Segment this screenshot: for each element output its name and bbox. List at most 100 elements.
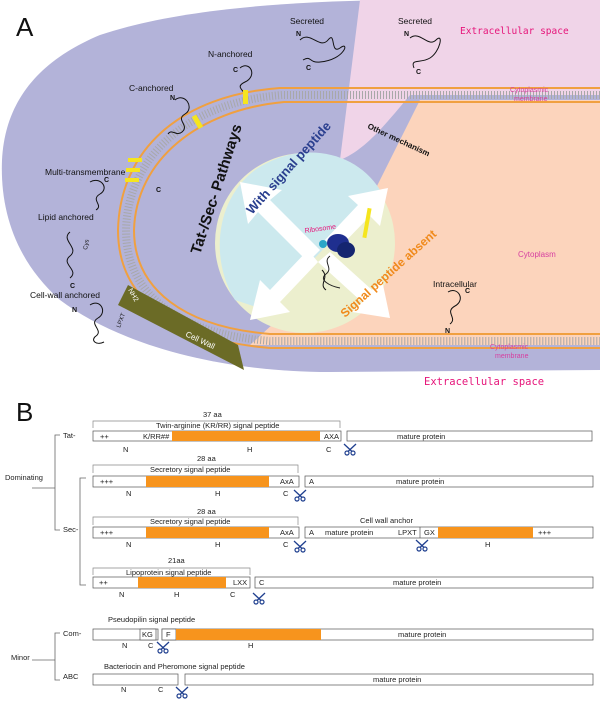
- c-anchored-label: C-anchored: [129, 83, 174, 93]
- cytoplasm-label: Cytoplasm: [518, 250, 556, 259]
- svg-text:C: C: [156, 187, 161, 194]
- ribosome-label: Ribosome: [304, 224, 336, 235]
- svg-text:N: N: [404, 31, 409, 38]
- svg-text:+++: +++: [100, 528, 114, 537]
- row-tat-pathway: Tat-: [63, 431, 76, 440]
- group-minor: Minor: [11, 653, 30, 662]
- membrane-inner-layer: [132, 101, 600, 335]
- svg-text:LPXT: LPXT: [398, 528, 417, 537]
- svg-text:Secretory signal peptide: Secretory signal peptide: [150, 465, 230, 474]
- svg-text:++: ++: [99, 578, 108, 587]
- membrane-label-bottom-line2: membrane: [495, 353, 529, 360]
- svg-text:C: C: [259, 578, 265, 587]
- transmembrane-segments: [125, 90, 248, 182]
- n-anchored-label: N-anchored: [208, 49, 253, 59]
- svg-text:mature protein: mature protein: [373, 675, 421, 684]
- membrane-label-top-line2: membrane: [514, 96, 548, 103]
- svg-text:A: A: [309, 528, 314, 537]
- svg-text:+++: +++: [100, 477, 114, 486]
- row-tat-length: 37 aa: [203, 410, 223, 419]
- svg-text:N: N: [122, 641, 127, 650]
- membrane-label-top-line1: Cytoplasmic: [510, 87, 549, 94]
- svg-text:N: N: [123, 445, 128, 454]
- lipid-anchored-label: Lipid anchored: [38, 212, 94, 222]
- protein-chains: [66, 35, 461, 344]
- lpxt-label: LPXT: [116, 312, 127, 328]
- svg-text:Secretory signal peptide: Secretory signal peptide: [150, 517, 230, 526]
- cys-label: Cys: [83, 239, 91, 250]
- svg-text:mature protein: mature protein: [325, 528, 373, 537]
- svg-text:28 aa: 28 aa: [197, 507, 217, 516]
- row-tat-mature: mature protein: [397, 432, 445, 441]
- svg-text:Bacteriocin and Pheromone sign: Bacteriocin and Pheromone signal peptide: [104, 662, 245, 671]
- row-tat: Tat- 37 aa Twin-arginine (KR/RR) signal …: [63, 410, 593, 456]
- scissors-icon: [156, 641, 170, 654]
- row-com: Com- Pseudopilin signal peptide KG F mat…: [63, 615, 594, 654]
- panel-b: B Dominating Minor Tat- 37 aa Twin-argin…: [5, 397, 594, 699]
- row-tat-name: Twin-arginine (KR/RR) signal peptide: [156, 421, 279, 430]
- svg-text:C: C: [306, 65, 311, 72]
- svg-text:C: C: [104, 177, 109, 184]
- secreted-label-left: Secreted: [290, 16, 324, 26]
- svg-text:mature protein: mature protein: [396, 477, 444, 486]
- scissors-icon: [343, 443, 357, 456]
- svg-text:mature protein: mature protein: [398, 630, 446, 639]
- svg-text:C: C: [416, 69, 421, 76]
- svg-text:H: H: [215, 540, 220, 549]
- cell-wall-anchored-label: Cell-wall anchored: [30, 290, 100, 300]
- scissors-icon: [252, 592, 266, 605]
- row-lipoprotein: 21aa Lipoprotein signal peptide ++ LXX N…: [92, 556, 594, 605]
- svg-text:C: C: [283, 540, 289, 549]
- scissors-icon: [293, 540, 307, 553]
- svg-text:C: C: [283, 489, 289, 498]
- svg-text:N: N: [121, 685, 126, 694]
- svg-text:C: C: [70, 283, 75, 290]
- svg-text:C: C: [233, 67, 238, 74]
- svg-text:N: N: [170, 95, 175, 102]
- secreted-label-right: Secreted: [398, 16, 432, 26]
- svg-text:N: N: [119, 590, 124, 599]
- panel-a: Cell Wall NH2 Ribosome Tat-/Sec- Pathway…: [1, 0, 600, 388]
- group-dominating: Dominating: [5, 473, 43, 482]
- svg-text:GX: GX: [424, 528, 435, 537]
- svg-text:H: H: [248, 641, 253, 650]
- svg-text:C: C: [230, 590, 236, 599]
- svg-text:21aa: 21aa: [168, 556, 186, 565]
- svg-text:F: F: [166, 630, 171, 639]
- svg-text:AxA: AxA: [280, 477, 294, 486]
- pink-extracellular-region: [340, 0, 600, 160]
- scissors-icon: [175, 686, 189, 699]
- row-com-pathway: Com-: [63, 629, 82, 638]
- panel-b-label: B: [16, 397, 33, 427]
- extracellular-space-top: Extracellular space: [460, 26, 569, 37]
- svg-text:N: N: [72, 307, 77, 314]
- cell-wall-anchor-title: Cell wall anchor: [360, 516, 413, 525]
- arrow-up-left: [240, 182, 320, 262]
- svg-text:H: H: [215, 489, 220, 498]
- svg-text:N: N: [296, 31, 301, 38]
- row-abc-pathway: ABC: [63, 672, 79, 681]
- svg-text:Pseudopilin signal peptide: Pseudopilin signal peptide: [108, 615, 195, 624]
- row-tat-h-motif: K/RR##: [143, 432, 170, 441]
- row-tat-c-motif: AXA: [324, 432, 339, 441]
- multi-transmembrane-label: Multi-transmembrane: [45, 167, 126, 177]
- svg-text:C: C: [465, 288, 470, 295]
- row-sec-2: Sec- 28 aa Secretory signal peptide +++ …: [63, 507, 594, 553]
- svg-text:H: H: [485, 540, 490, 549]
- svg-text:AxA: AxA: [280, 528, 294, 537]
- cell-wall: [118, 285, 244, 370]
- row-sec-pathway: Sec-: [63, 525, 79, 534]
- svg-text:mature protein: mature protein: [393, 578, 441, 587]
- svg-text:H: H: [174, 590, 179, 599]
- row-sec-1: 28 aa Secretory signal peptide +++ AxA N…: [92, 454, 594, 502]
- scissors-icon: [415, 539, 429, 552]
- svg-text:N: N: [126, 489, 131, 498]
- membrane-label-bottom-line1: Cytoplasmic: [490, 344, 529, 351]
- svg-text:H: H: [247, 445, 252, 454]
- ribosome-icon: [319, 207, 372, 289]
- arrow-down-left: [250, 250, 318, 320]
- extracellular-space-bottom: Extracellular space: [424, 376, 544, 388]
- arrow-down-right: [318, 252, 390, 318]
- svg-text:N: N: [445, 328, 450, 335]
